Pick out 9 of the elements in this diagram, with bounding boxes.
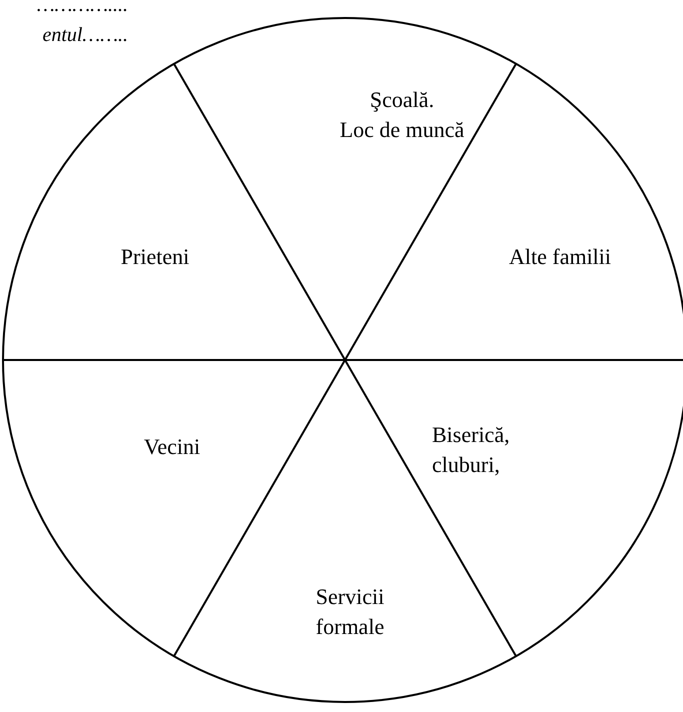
dotted-note: entul…….. xyxy=(42,24,128,47)
dotted-note: ………….... xyxy=(36,0,128,17)
sector-label: Alte familii xyxy=(508,243,612,271)
sector-label: Prieteni xyxy=(120,243,190,271)
sector-label: Şcoală. xyxy=(368,86,436,114)
sector-label: Loc de muncă xyxy=(338,116,466,144)
sector-label: Vecini xyxy=(142,433,202,461)
sector-label: Servicii formale xyxy=(314,583,386,641)
sector-label: Biserică, cluburi, xyxy=(432,421,511,479)
